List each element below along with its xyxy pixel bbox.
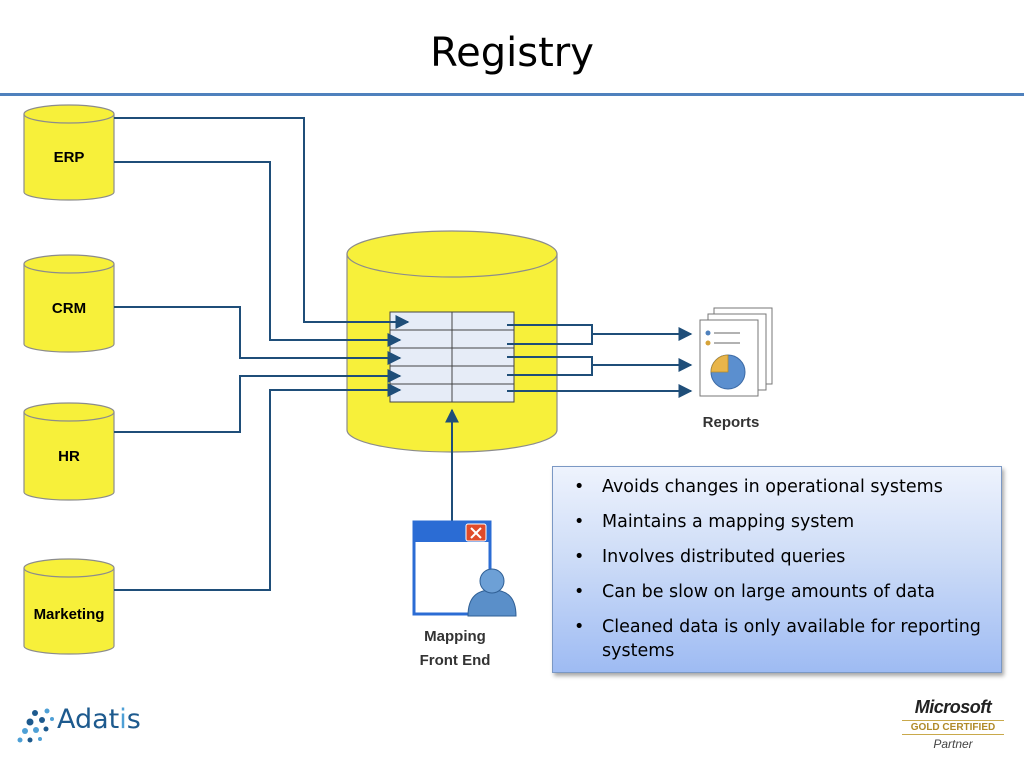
hr-database-icon: HR — [23, 402, 115, 501]
reports-label: Reports — [703, 414, 760, 431]
partner-label: Partner — [933, 737, 973, 751]
connector-erp-1 — [114, 117, 410, 329]
microsoft-wordmark: Microsoft — [914, 697, 992, 717]
bullet-item: Cleaned data is only available for repor… — [565, 615, 991, 663]
adatis-wordmark: Adatis — [57, 704, 141, 735]
adatis-logo: Adatis — [12, 698, 162, 748]
bullet-item: Involves distributed queries — [565, 545, 991, 569]
connector-report-2 — [507, 356, 693, 372]
mapping-table-icon — [389, 311, 515, 403]
connector-hr — [114, 369, 402, 433]
source-connectors — [114, 117, 410, 591]
source-label-crm: CRM — [52, 300, 86, 317]
reports-icon — [699, 307, 773, 397]
connector-report-1b — [507, 334, 593, 345]
adatis-logo-mark-icon — [17, 708, 54, 743]
source-label-marketing: Marketing — [34, 606, 105, 623]
user-icon — [467, 568, 517, 617]
bullet-panel: Avoids changes in operational systems Ma… — [552, 466, 1002, 673]
connector-erp-2 — [114, 161, 402, 347]
microsoft-partner-logo: Microsoft GOLD CERTIFIED Partner — [898, 697, 1008, 759]
connector-report-2b — [507, 365, 593, 376]
bullet-list: Avoids changes in operational systems Ma… — [565, 475, 991, 663]
bullet-item: Maintains a mapping system — [565, 510, 991, 534]
bullet-item: Can be slow on large amounts of data — [565, 580, 991, 604]
front-end-label-line1: Mapping — [424, 628, 486, 645]
connector-crm — [114, 306, 402, 365]
source-label-hr: HR — [58, 448, 80, 465]
report-connectors — [507, 324, 693, 398]
crm-database-icon: CRM — [23, 254, 115, 353]
connector-report-1 — [507, 324, 693, 341]
connector-marketing — [114, 383, 402, 591]
erp-database-icon: ERP — [23, 104, 115, 201]
title-divider — [0, 93, 1024, 96]
source-label-erp: ERP — [54, 149, 85, 166]
slide-title: Registry — [430, 30, 594, 76]
front-end-label-line2: Front End — [420, 652, 491, 669]
marketing-database-icon: Marketing — [23, 558, 115, 655]
bullet-item: Avoids changes in operational systems — [565, 475, 991, 499]
gold-certified-label: GOLD CERTIFIED — [902, 720, 1004, 735]
